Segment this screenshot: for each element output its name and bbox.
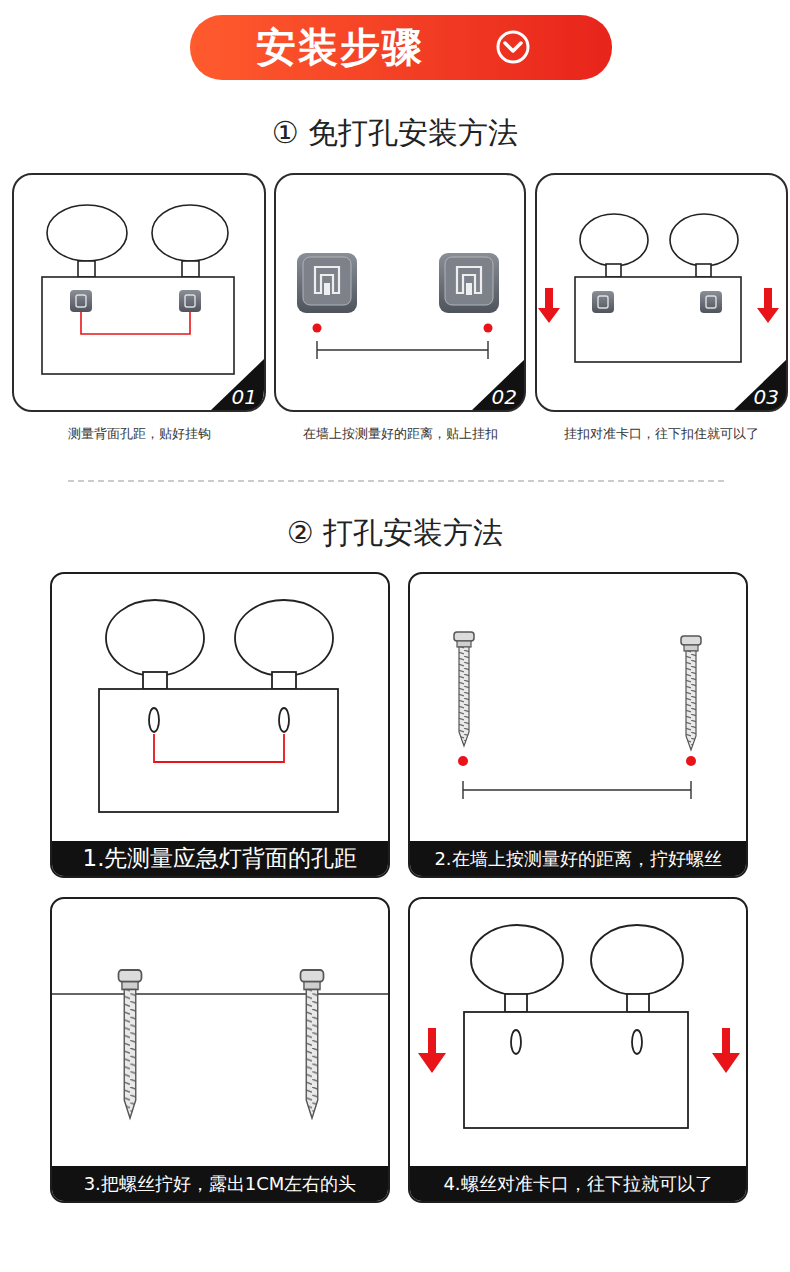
step-caption: 2.在墙上按测量好的距离，拧好螺丝 — [410, 841, 746, 876]
lamp-figure — [42, 205, 234, 374]
down-arrow — [418, 1028, 446, 1073]
dimension-line — [317, 341, 488, 359]
measure-line — [81, 312, 190, 334]
lamp-figure — [606, 264, 621, 277]
mark-dot — [686, 756, 696, 766]
down-arrow — [712, 1028, 740, 1073]
mark-dot — [313, 324, 322, 333]
step-panel: 1.先测量应急灯背面的孔距 — [50, 572, 390, 878]
adhesive-hook — [700, 291, 722, 313]
step-caption: 4.螺丝对准卡口，往下拉就可以了 — [410, 1166, 746, 1201]
step-number: 03 — [754, 387, 779, 407]
banner-pill — [190, 15, 612, 80]
lamp-figure — [47, 205, 127, 261]
corner-tab — [210, 359, 264, 411]
lamp-figure — [279, 708, 289, 732]
lamp-figure — [182, 261, 199, 277]
step-caption: 挂扣对准卡口，往下扣住就可以了 — [525, 426, 790, 442]
mark-dot — [484, 324, 493, 333]
mark-dot — [458, 756, 468, 766]
step-panel: 01测量背面孔距，贴好挂钩 — [12, 173, 266, 412]
lamp-figure — [235, 600, 333, 676]
lamp-figure — [632, 1030, 642, 1054]
step-panel: 3.把螺丝拧好，露出1CM左右的头 — [50, 897, 390, 1203]
chevron-icon — [505, 43, 521, 51]
lamp-figure — [580, 214, 648, 266]
lamp-figure — [627, 994, 649, 1012]
down-arrow — [757, 288, 779, 323]
lamp-figure — [152, 205, 228, 261]
lamp-figure — [99, 689, 338, 812]
step-panel: 4.螺丝对准卡口，往下拉就可以了 — [408, 897, 748, 1203]
screw — [301, 970, 324, 1118]
page-title: 安装步骤 — [190, 15, 490, 80]
lamp-figure — [149, 708, 159, 732]
measure-line — [154, 734, 284, 762]
lamp-figure — [106, 600, 204, 676]
lamp-figure — [511, 1030, 521, 1054]
adhesive-hook — [439, 253, 499, 313]
step-caption: 3.把螺丝拧好，露出1CM左右的头 — [52, 1166, 388, 1201]
step-caption: 测量背面孔距，贴好挂钩 — [2, 426, 276, 442]
down-arrow — [538, 288, 560, 323]
screw — [454, 632, 474, 746]
divider — [68, 481, 726, 482]
step-caption: 1.先测量应急灯背面的孔距 — [52, 841, 388, 876]
section-heading: ① 免打孔安装方法 — [0, 115, 790, 151]
adhesive-hook — [297, 253, 357, 313]
corner-tab — [471, 359, 525, 411]
lamp-figure — [272, 672, 296, 689]
adhesive-hook — [179, 290, 201, 312]
lamp-figure — [670, 214, 738, 266]
lamp-figure — [78, 261, 95, 277]
section-heading: ② 打孔安装方法 — [0, 515, 790, 551]
dimension-line — [463, 781, 691, 799]
corner-tab — [733, 359, 787, 411]
step-number: 02 — [492, 387, 517, 407]
step-caption: 在墙上按测量好的距离，贴上挂扣 — [264, 426, 536, 442]
lamp-figure — [696, 264, 711, 277]
step-panel: 03挂扣对准卡口，往下扣住就可以了 — [535, 173, 788, 412]
wall-line — [52, 993, 388, 994]
adhesive-hook — [70, 290, 92, 312]
lamp-figure — [464, 1012, 688, 1128]
lamp-figure — [591, 925, 683, 995]
step-panel: 2.在墙上按测量好的距离，拧好螺丝 — [408, 572, 748, 878]
step-panel: 02在墙上按测量好的距离，贴上挂扣 — [274, 173, 526, 412]
lamp-figure — [42, 277, 234, 374]
screw — [119, 970, 142, 1118]
title-banner — [190, 15, 612, 80]
adhesive-hook — [592, 291, 614, 313]
lamp-figure — [464, 925, 688, 1128]
lamp-figure — [99, 600, 338, 812]
chevron-icon — [498, 32, 528, 62]
screw — [681, 636, 701, 750]
lamp-figure — [575, 277, 741, 362]
lamp-figure — [575, 214, 741, 362]
lamp-figure — [143, 672, 167, 689]
lamp-figure — [471, 925, 563, 995]
step-number: 01 — [232, 387, 257, 407]
lamp-figure — [505, 994, 527, 1012]
